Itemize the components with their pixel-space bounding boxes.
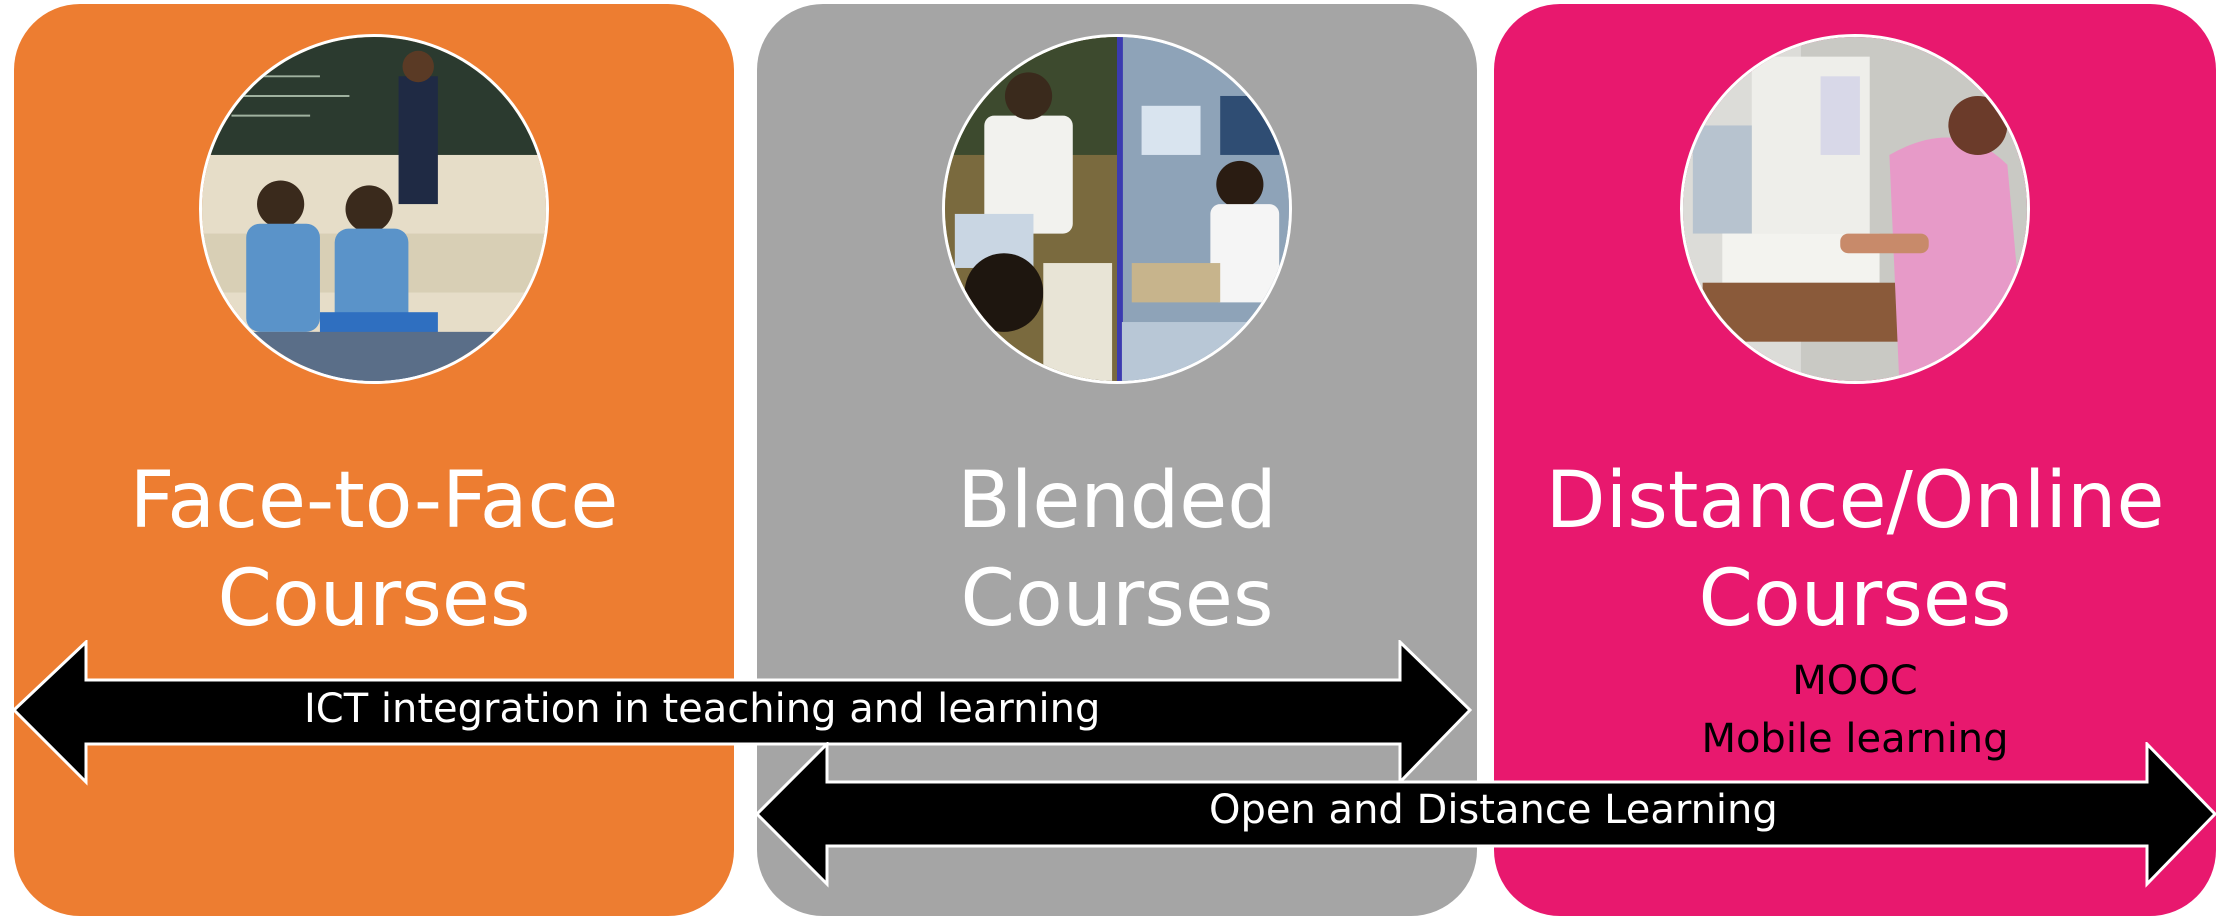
blended-panel: Blended Courses <box>757 4 1477 916</box>
distance-online-panel: Distance/Online Courses MOOC Mobile lear… <box>1494 4 2216 916</box>
open-distance-learning-arrow: Open and Distance Learning <box>757 742 2217 892</box>
computer-lab-photo <box>942 34 1292 384</box>
ict-integration-label: ICT integration in teaching and learning <box>304 686 1101 732</box>
mooc-label: MOOC <box>1792 658 1918 704</box>
blended-title: Blended Courses <box>757 452 1477 648</box>
double-arrow-shape <box>14 640 1472 786</box>
distance-online-title: Distance/Online Courses <box>1494 452 2216 648</box>
blended-title-line1: Blended <box>957 456 1277 546</box>
mobile-learning-label: Mobile learning <box>1701 716 2009 762</box>
classroom-photo <box>199 34 549 384</box>
open-distance-learning-label: Open and Distance Learning <box>1209 787 1778 833</box>
open-distance-learning-arrow-shape <box>757 742 2217 888</box>
blended-title-line2: Courses <box>960 554 1274 644</box>
ict-integration-arrow-shape <box>14 640 1472 786</box>
face-to-face-title: Face-to-Face Courses <box>14 452 734 648</box>
double-arrow-shape <box>757 742 2217 888</box>
distance-online-subtitles: MOOC Mobile learning <box>1494 652 2216 768</box>
distance-online-title-line1: Distance/Online <box>1545 456 2165 546</box>
face-to-face-title-line1: Face-to-Face <box>129 456 619 546</box>
online-learner-illustration <box>1683 37 2027 381</box>
computer-lab-illustration <box>945 37 1289 381</box>
distance-online-title-line2: Courses <box>1698 554 2012 644</box>
classroom-illustration <box>202 37 546 381</box>
face-to-face-panel: Face-to-Face Courses <box>14 4 734 916</box>
online-learner-photo <box>1680 34 2030 384</box>
face-to-face-title-line2: Courses <box>217 554 531 644</box>
ict-integration-arrow: ICT integration in teaching and learning <box>14 640 1472 790</box>
